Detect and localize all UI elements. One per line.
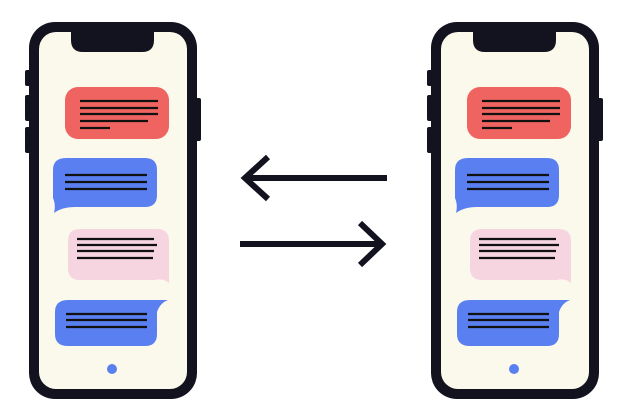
arrow-right-icon [240,220,387,268]
right-smartphone-icon [425,20,605,401]
arrow-left-icon [240,154,387,202]
left-smartphone-icon [23,20,203,401]
